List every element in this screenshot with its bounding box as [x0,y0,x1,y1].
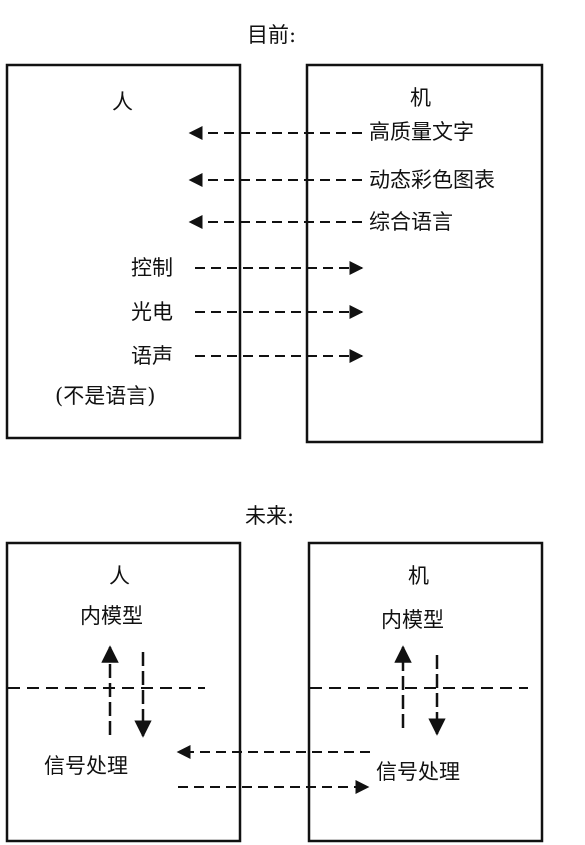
future-human-box [5,541,242,843]
current-machine-label: 机 [410,86,431,110]
human-input-optic: 光电 [131,300,173,324]
machine-output-charts: 动态彩色图表 [369,168,495,192]
current-machine-box [305,63,544,444]
future-human-model: 内模型 [80,604,143,628]
future-human-label: 人 [109,564,130,588]
future-title: 未来: [245,504,295,528]
future-machine-label: 机 [408,564,429,588]
future-machine-model: 内模型 [381,608,444,632]
current-human-label: 人 [112,90,133,114]
future-machine-processing: 信号处理 [376,760,460,784]
human-input-voice: 语声 [131,344,173,368]
human-input-control: 控制 [131,256,173,280]
future-human-processing: 信号处理 [44,754,128,778]
machine-output-text: 高质量文字 [369,120,474,144]
human-input-note: (不是语言) [55,384,156,408]
current-title: 目前: [247,23,297,47]
future-machine-box [307,541,544,843]
machine-output-language: 综合语言 [369,210,453,234]
current-human-box [5,63,242,440]
